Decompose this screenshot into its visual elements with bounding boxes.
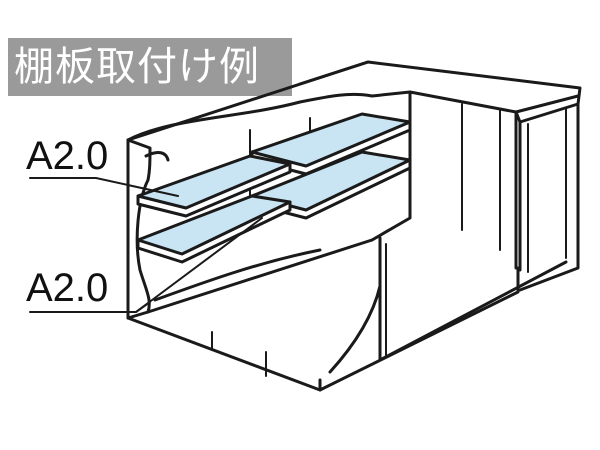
door-frame: [328, 102, 580, 374]
shelf-lower-front: [136, 194, 292, 264]
floor: [126, 238, 520, 392]
back-wall: [126, 90, 518, 270]
shelf-board: [136, 194, 292, 256]
left-wall: [126, 138, 170, 320]
shelf-label-lower: A2.0: [26, 266, 109, 310]
title-badge: [8, 38, 292, 96]
leader-lines: [29, 177, 263, 313]
shed-roof-outline: [126, 60, 582, 142]
diagram-title: 棚板取付け例: [14, 44, 260, 90]
shelf-board: [250, 112, 412, 168]
shelf-label-upper: A2.0: [26, 134, 109, 178]
leader-line-upper: [29, 177, 179, 197]
